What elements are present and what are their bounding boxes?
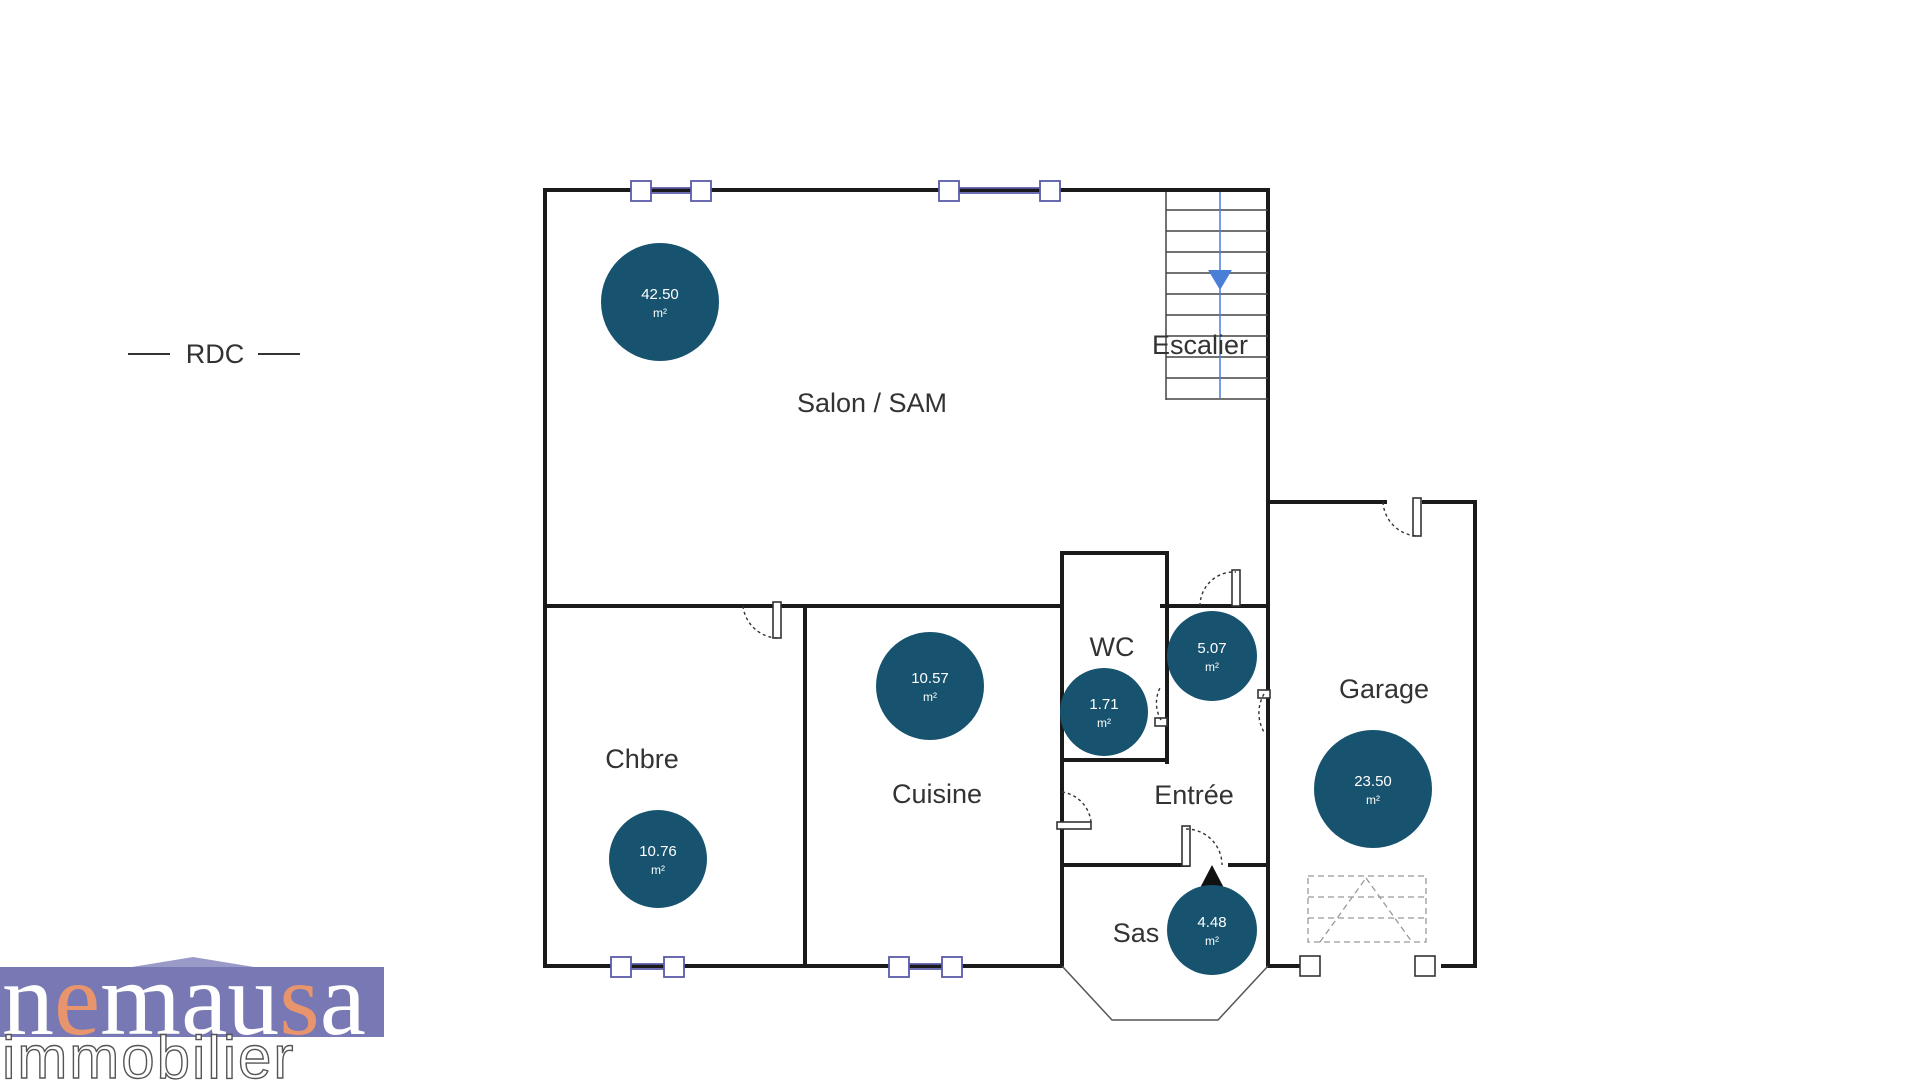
door-sas-icon bbox=[1181, 825, 1223, 867]
window-south-chbre-icon bbox=[610, 956, 685, 978]
room-label-sas: Sas bbox=[1113, 918, 1160, 948]
room-label-garage: Garage bbox=[1339, 674, 1429, 704]
area-badge-salon: 42.50 m² bbox=[601, 243, 719, 361]
windows bbox=[610, 180, 1061, 978]
room-label-wc: WC bbox=[1090, 632, 1135, 662]
garage-door-posts bbox=[1299, 955, 1436, 977]
window-south-cuisine-icon bbox=[888, 956, 963, 978]
door-chbre-icon bbox=[742, 601, 782, 639]
garage-door-icon bbox=[1307, 875, 1427, 943]
area-unit: m² bbox=[651, 863, 665, 877]
area-value: 10.57 bbox=[911, 670, 949, 687]
area-unit: m² bbox=[1366, 793, 1380, 807]
stair-arrow-icon bbox=[1208, 270, 1232, 290]
area-unit: m² bbox=[923, 690, 937, 704]
level-label-text: RDC bbox=[186, 339, 245, 369]
area-value: 23.50 bbox=[1354, 773, 1392, 790]
door-garage-side-icon bbox=[1257, 689, 1271, 733]
area-unit: m² bbox=[653, 306, 667, 320]
area-value: 1.71 bbox=[1089, 696, 1118, 713]
area-badge-chbre: 10.76 m² bbox=[609, 810, 707, 908]
room-label-entree: Entrée bbox=[1154, 780, 1234, 810]
area-badge-wc: 1.71 m² bbox=[1060, 668, 1148, 756]
room-label-escalier: Escalier bbox=[1152, 330, 1248, 360]
logo-wordmark: nemausa bbox=[2, 942, 366, 1057]
area-value: 42.50 bbox=[641, 286, 679, 303]
staircase bbox=[1165, 192, 1268, 400]
door-cuisine-icon bbox=[1056, 791, 1092, 830]
area-value: 5.07 bbox=[1197, 640, 1226, 657]
area-unit: m² bbox=[1097, 716, 1111, 730]
room-label-salon: Salon / SAM bbox=[797, 388, 947, 418]
area-value: 10.76 bbox=[639, 843, 677, 860]
door-garage-north-icon bbox=[1382, 497, 1422, 537]
door-wc-icon bbox=[1154, 685, 1168, 727]
room-label-cuisine: Cuisine bbox=[892, 779, 982, 809]
sas-bay-wall bbox=[1061, 965, 1269, 1021]
walls bbox=[543, 188, 1477, 968]
area-unit: m² bbox=[1205, 934, 1219, 948]
room-label-chbre: Chbre bbox=[605, 744, 679, 774]
area-badge-sas: 4.48 m² bbox=[1167, 885, 1257, 975]
area-unit: m² bbox=[1205, 660, 1219, 674]
area-badge-garage: 23.50 m² bbox=[1314, 730, 1432, 848]
area-value: 4.48 bbox=[1197, 914, 1226, 931]
level-label: RDC bbox=[128, 339, 300, 369]
logo-tagline: immobilier bbox=[2, 1024, 295, 1080]
area-badge-cuisine: 10.57 m² bbox=[876, 632, 984, 740]
doors bbox=[742, 497, 1422, 867]
window-north-1-icon bbox=[630, 180, 712, 202]
agency-logo: nemausa immobilier bbox=[0, 942, 384, 1080]
area-badge-entree: 5.07 m² bbox=[1167, 611, 1257, 701]
window-north-2-icon bbox=[938, 180, 1061, 202]
entrance-marker-icon bbox=[1200, 865, 1224, 888]
door-entree-north-icon bbox=[1199, 569, 1241, 607]
